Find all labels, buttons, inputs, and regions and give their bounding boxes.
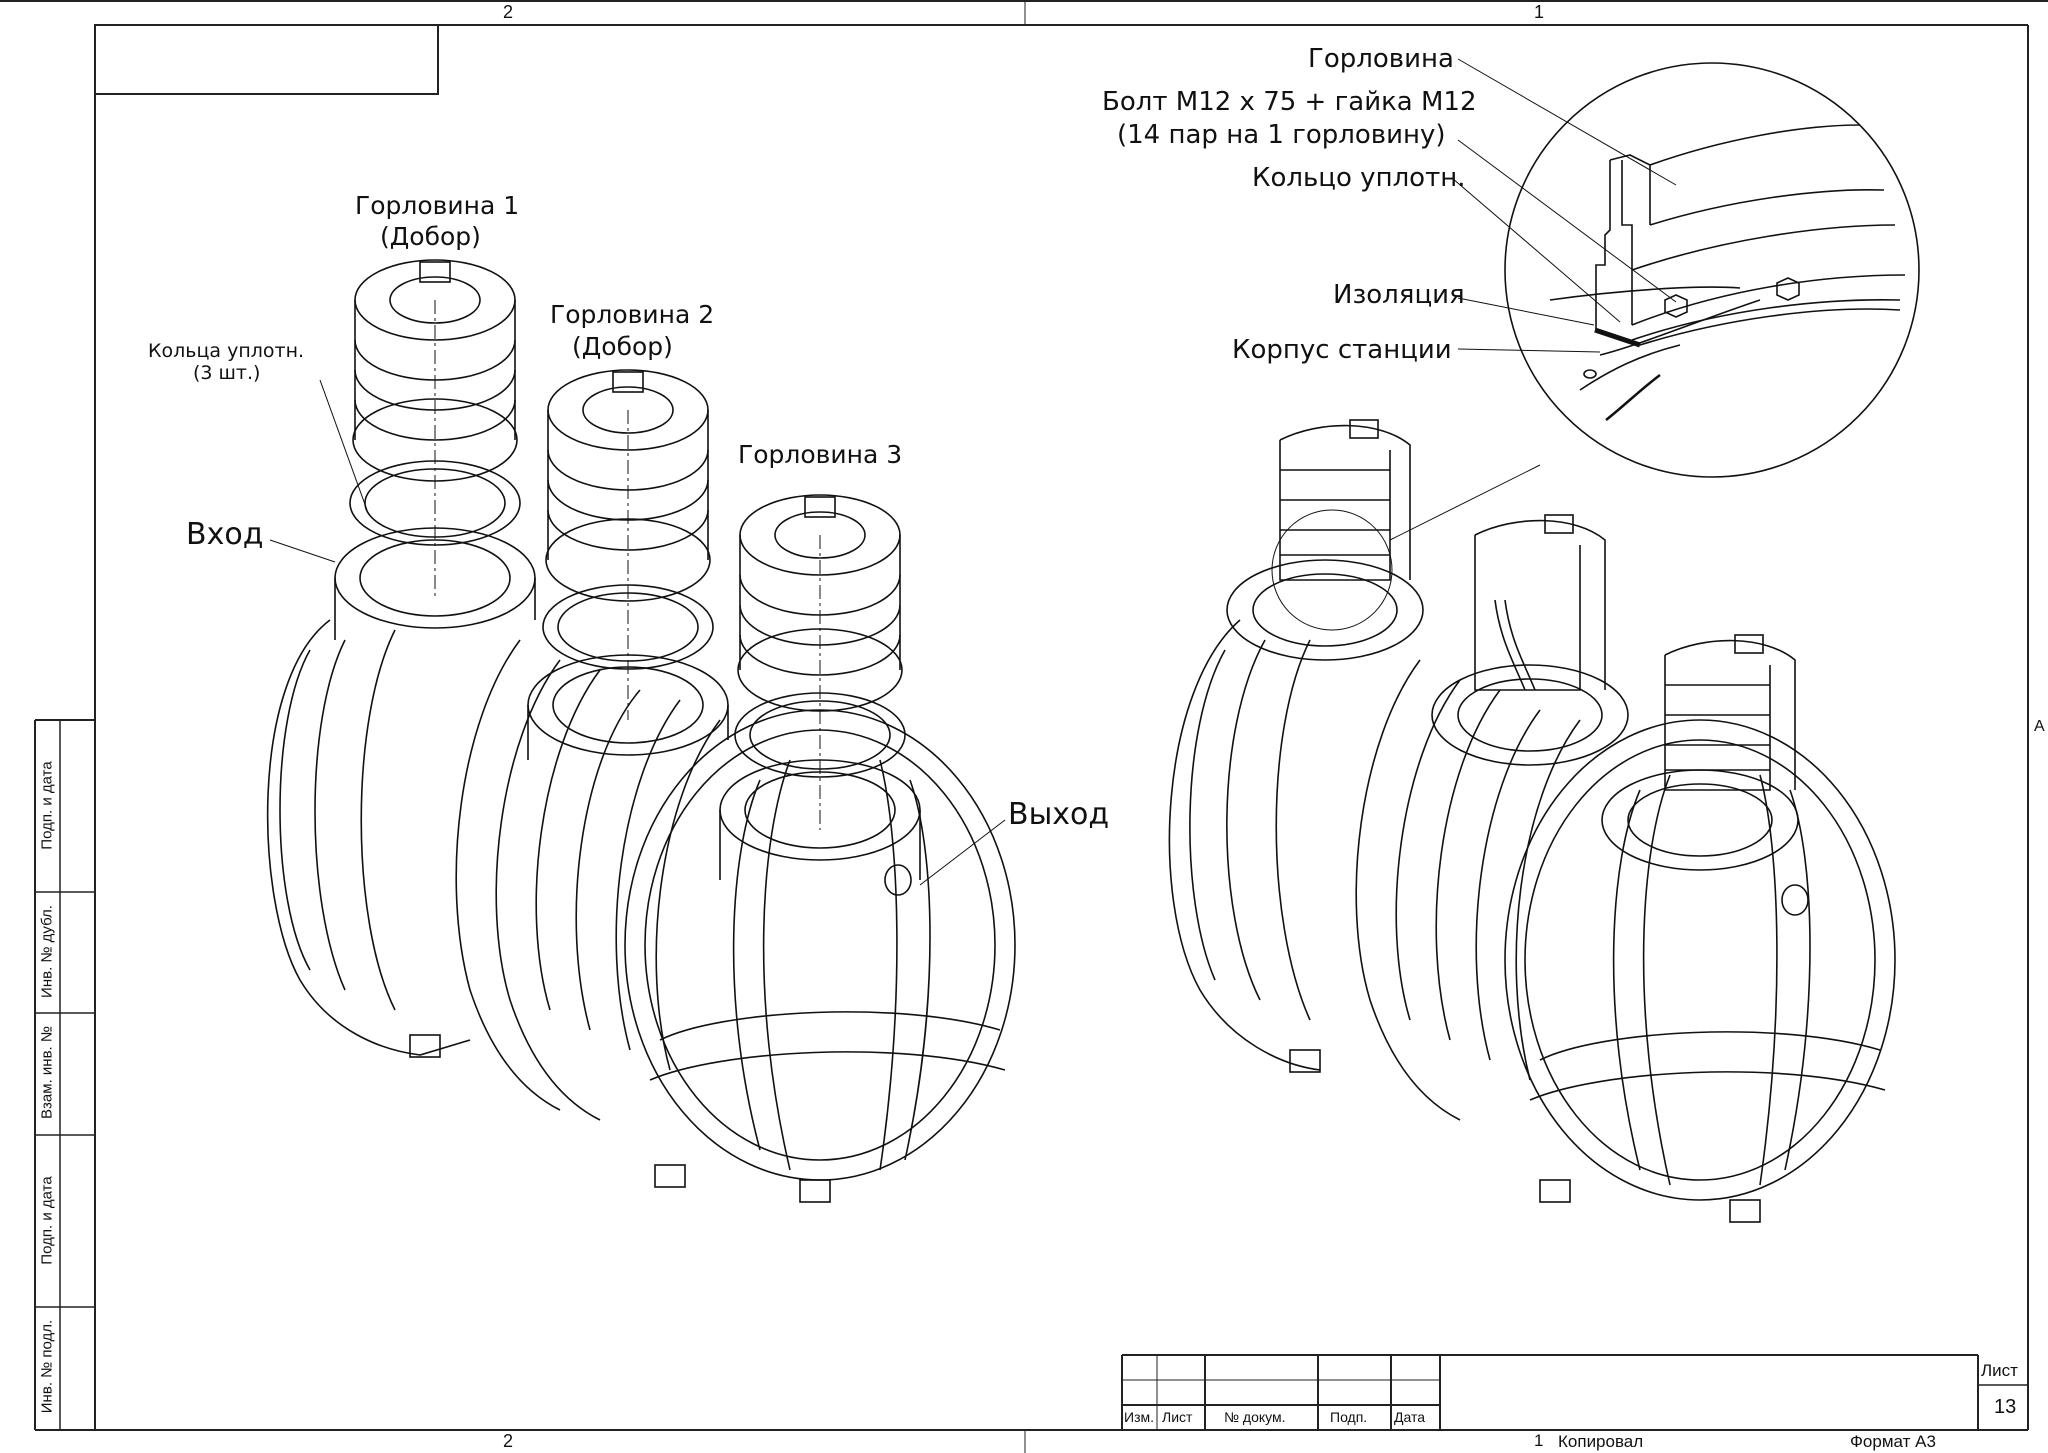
label-neck-3: Горловина 3 [738, 440, 903, 469]
zone-marker-top-2: 2 [503, 2, 514, 22]
right-tank-front-dome [1504, 719, 1896, 1201]
detail-callout-circle [1504, 62, 1920, 478]
label-seal-rings-count: (3 шт.) [193, 362, 261, 384]
label-detail-bolt: Болт М12 х 75 + гайка М12 [1102, 87, 1477, 117]
zone-marker-bottom-2: 2 [503, 1431, 514, 1451]
sheet-number: 13 [1994, 1396, 2017, 1418]
label-detail-bolt-count: (14 пар на 1 горловину) [1117, 120, 1446, 150]
sheet-label: Лист [1981, 1361, 2018, 1380]
right-tank-middle-section [1355, 659, 1461, 1121]
zone-marker-bottom-1: 1 [1534, 1431, 1544, 1450]
title-col-signature: Подп. [1330, 1409, 1368, 1425]
right-tank-rear-section [1168, 619, 1321, 1071]
zone-marker-right-a: A [2034, 718, 2045, 735]
label-seal-rings: Кольца уплотн. [148, 340, 305, 362]
format-label: Формат А3 [1850, 1432, 1936, 1451]
title-col-doc-number: № докум. [1224, 1409, 1286, 1425]
label-outlet: Выход [1008, 797, 1110, 832]
label-detail-body: Корпус станции [1232, 335, 1452, 365]
label-detail-insulation: Изоляция [1333, 280, 1465, 310]
title-col-date: Дата [1394, 1409, 1426, 1425]
cutaway-riser-3 [1664, 634, 1796, 791]
label-detail-neck: Горловина [1308, 44, 1454, 74]
cutaway-riser-2 [1474, 514, 1606, 691]
title-col-sheet: Лист [1162, 1409, 1193, 1425]
title-col-change: Изм. [1124, 1409, 1154, 1425]
copied-label: Копировал [1558, 1432, 1644, 1451]
left-tank-rear-section [266, 619, 471, 1056]
label-neck-1-extension: (Добор) [380, 222, 481, 251]
label-neck-2-extension: (Добор) [572, 332, 673, 361]
left-tank-middle-section [455, 639, 561, 1111]
label-detail-seal-ring: Кольцо уплотн. [1252, 163, 1466, 193]
cutaway-riser-1 [1279, 419, 1411, 581]
zone-marker-top-1: 1 [1534, 2, 1545, 22]
label-inlet: Вход [186, 517, 264, 552]
detail-flange-section [1549, 124, 1906, 421]
label-neck-2: Горловина 2 [550, 300, 715, 329]
label-neck-1: Горловина 1 [355, 191, 520, 220]
riser-2 [545, 369, 711, 602]
